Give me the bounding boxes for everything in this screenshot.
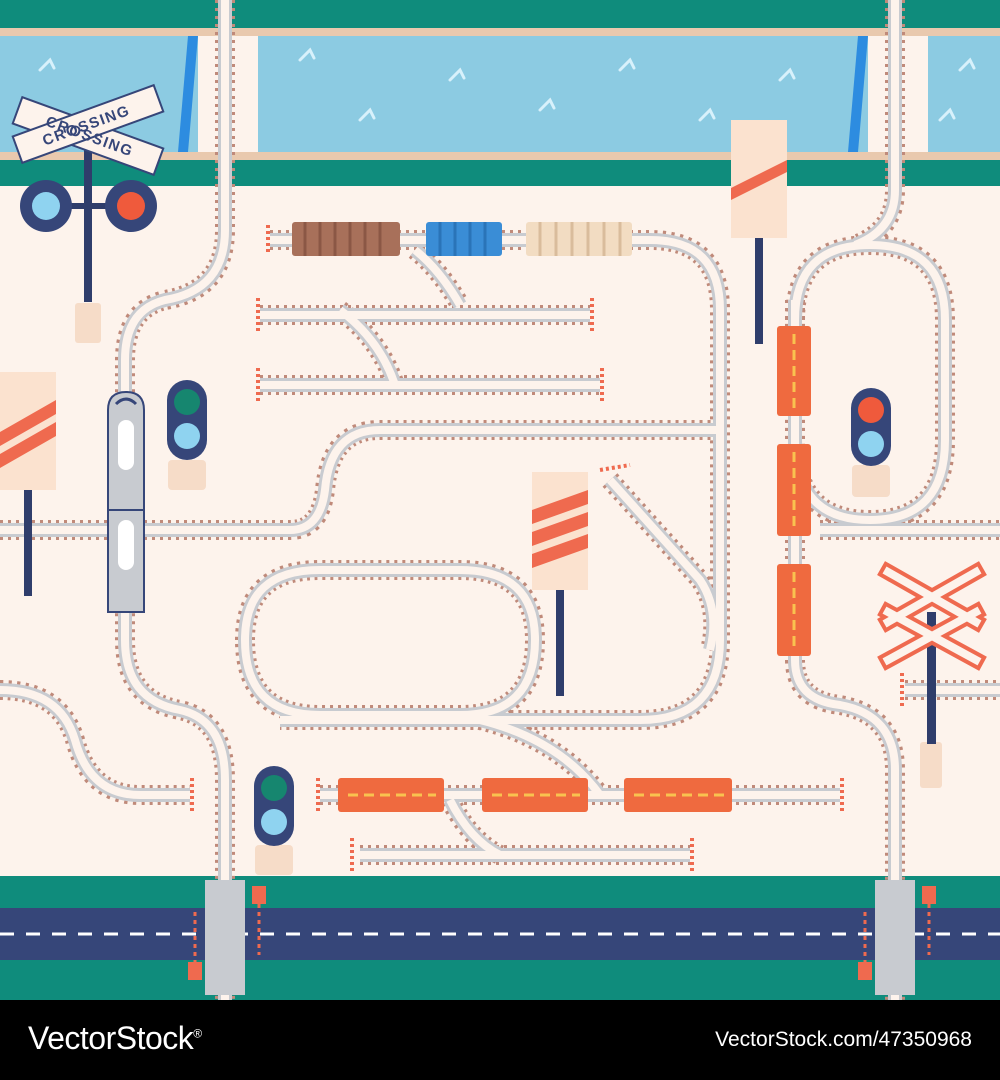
passenger-train-bottom <box>338 778 732 812</box>
brand-logo: VectorStock® <box>28 1020 202 1056</box>
railroad-crossing-sign: CROSSING CROSSING <box>11 83 165 343</box>
river-band <box>0 0 1000 186</box>
image-id: VectorStock.com/47350968 <box>715 1028 972 1051</box>
x-crossing-sign <box>877 561 987 788</box>
barrier-gates <box>188 886 936 980</box>
traffic-signal-left <box>167 380 207 490</box>
cargo-train-top <box>292 222 632 256</box>
traffic-signal-bottom <box>254 766 294 875</box>
railway-scene: CROSSING CROSSING <box>0 0 1000 1000</box>
warning-board-top-right <box>731 120 787 344</box>
passenger-train-right <box>777 326 811 656</box>
warning-board-center <box>532 472 588 696</box>
watermark-footer: VectorStock® VectorStock.com/47350968 <box>0 1000 1000 1080</box>
warning-board-left <box>0 372 56 596</box>
road-band <box>0 876 1000 1000</box>
traffic-signal-right <box>851 388 891 497</box>
high-speed-train <box>107 390 145 613</box>
